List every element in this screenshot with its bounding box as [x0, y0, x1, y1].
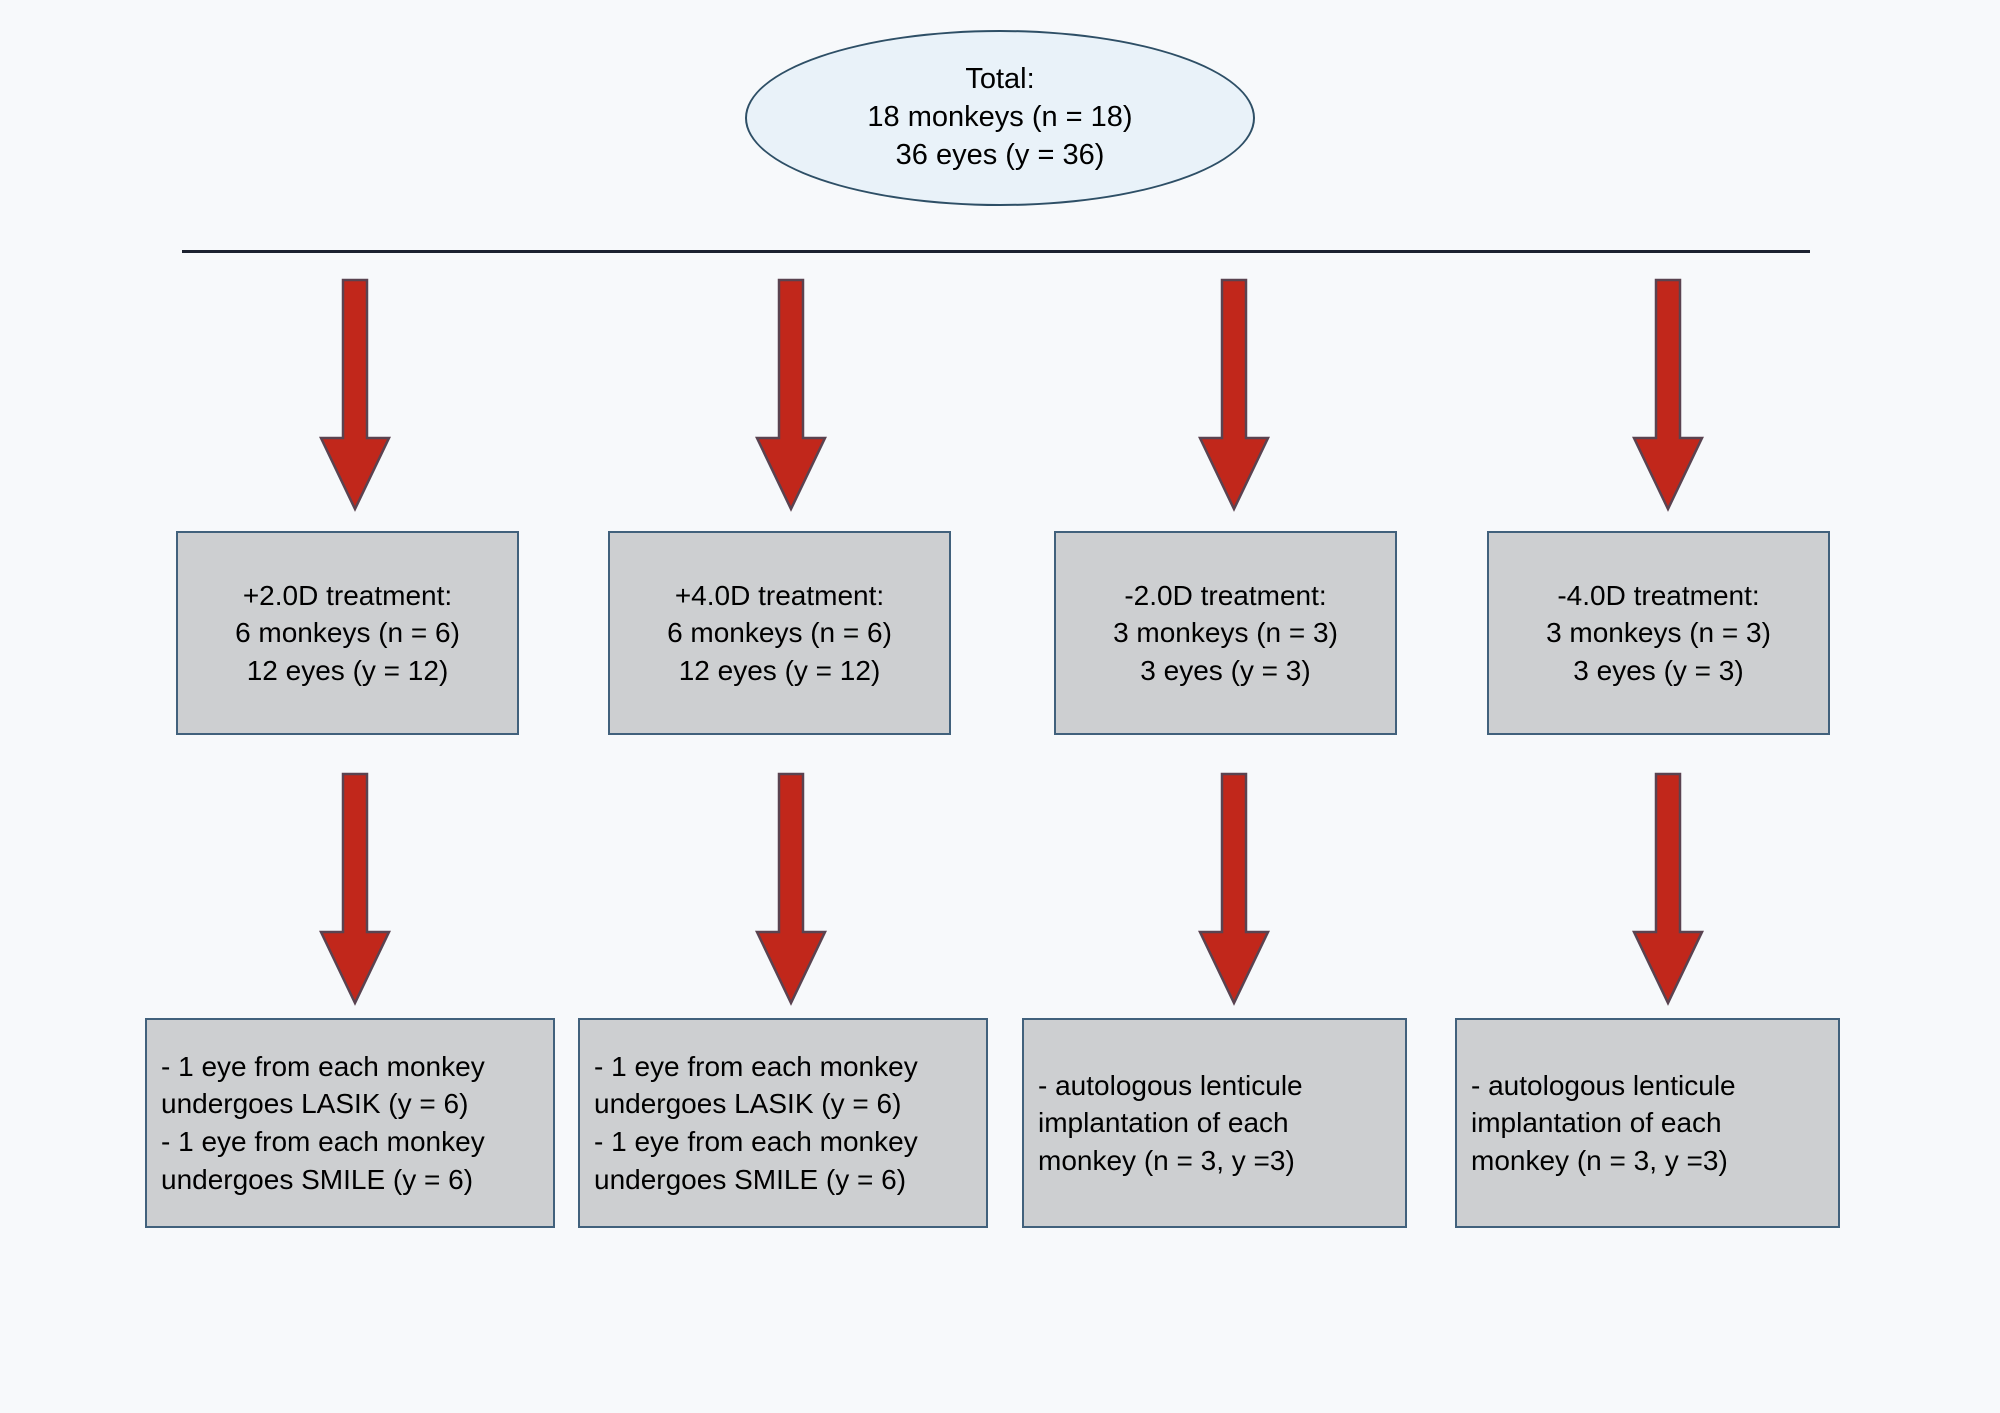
treatment-line-3: 12 eyes (y = 12) [246, 654, 449, 686]
root-line-1: Total: [965, 63, 1035, 96]
outcome-box-minus-2d: - autologous lenticule implantation of e… [1022, 1018, 1407, 1228]
treatment-box-plus-4d: +4.0D treatment: 6 monkeys (n = 6) 12 ey… [608, 531, 951, 735]
root-line-2: 18 monkeys (n = 18) [867, 101, 1133, 134]
treatment-line-2: 6 monkeys (n = 6) [235, 617, 460, 649]
outcome-box-plus-4d: - 1 eye from each monkey undergoes LASIK… [578, 1018, 988, 1228]
treatment-line-3: 12 eyes (y = 12) [678, 654, 881, 686]
distribution-bar [182, 250, 1810, 253]
arrow-down-icon-plus2d-to-outcome [317, 772, 393, 1006]
outcome-line-2: implantation of each [1038, 1107, 1289, 1139]
outcome-line-4: undergoes SMILE (y = 6) [161, 1163, 474, 1195]
outcome-line-3: - 1 eye from each monkey [594, 1126, 918, 1157]
outcome-line-3: monkey (n = 3, y =3) [1471, 1144, 1728, 1176]
treatment-line-3: 3 eyes (y = 3) [1140, 654, 1311, 686]
outcome-box-minus-4d: - autologous lenticule implantation of e… [1455, 1018, 1840, 1228]
arrow-down-icon-minus2d-to-outcome [1196, 772, 1272, 1006]
treatment-line-1: +4.0D treatment: [674, 579, 885, 611]
outcome-line-3: monkey (n = 3, y =3) [1038, 1144, 1295, 1176]
treatment-line-2: 6 monkeys (n = 6) [667, 617, 892, 649]
outcome-line-2: undergoes LASIK (y = 6) [161, 1088, 469, 1120]
treatment-box-plus-2d: +2.0D treatment: 6 monkeys (n = 6) 12 ey… [176, 531, 519, 735]
outcome-line-2: implantation of each [1471, 1107, 1722, 1139]
treatment-line-1: -2.0D treatment: [1124, 579, 1327, 611]
outcome-line-1: - autologous lenticule [1038, 1069, 1303, 1101]
treatment-box-minus-2d: -2.0D treatment: 3 monkeys (n = 3) 3 eye… [1054, 531, 1397, 735]
arrow-down-icon-root-to-minus2d [1196, 278, 1272, 512]
treatment-line-1: -4.0D treatment: [1557, 579, 1760, 611]
root-line-3: 36 eyes (y = 36) [895, 138, 1105, 171]
arrow-down-icon-plus4d-to-outcome [753, 772, 829, 1006]
treatment-line-2: 3 monkeys (n = 3) [1546, 617, 1771, 649]
treatment-line-3: 3 eyes (y = 3) [1573, 654, 1744, 686]
root-node-total: Total: 18 monkeys (n = 18) 36 eyes (y = … [745, 30, 1255, 206]
outcome-line-1: - autologous lenticule [1471, 1069, 1736, 1101]
outcome-line-1: - 1 eye from each monkey [161, 1050, 485, 1082]
outcome-line-2: undergoes LASIK (y = 6) [594, 1088, 902, 1120]
treatment-line-1: +2.0D treatment: [242, 579, 453, 611]
outcome-line-3: - 1 eye from each monkey [161, 1126, 485, 1157]
treatment-box-minus-4d: -4.0D treatment: 3 monkeys (n = 3) 3 eye… [1487, 531, 1830, 735]
arrow-down-icon-root-to-plus2d [317, 278, 393, 512]
outcome-box-plus-2d: - 1 eye from each monkey undergoes LASIK… [145, 1018, 555, 1228]
arrow-down-icon-root-to-minus4d [1630, 278, 1706, 512]
arrow-down-icon-root-to-plus4d [753, 278, 829, 512]
outcome-line-1: - 1 eye from each monkey [594, 1050, 918, 1082]
outcome-line-4: undergoes SMILE (y = 6) [594, 1163, 907, 1195]
treatment-line-2: 3 monkeys (n = 3) [1113, 617, 1338, 649]
arrow-down-icon-minus4d-to-outcome [1630, 772, 1706, 1006]
